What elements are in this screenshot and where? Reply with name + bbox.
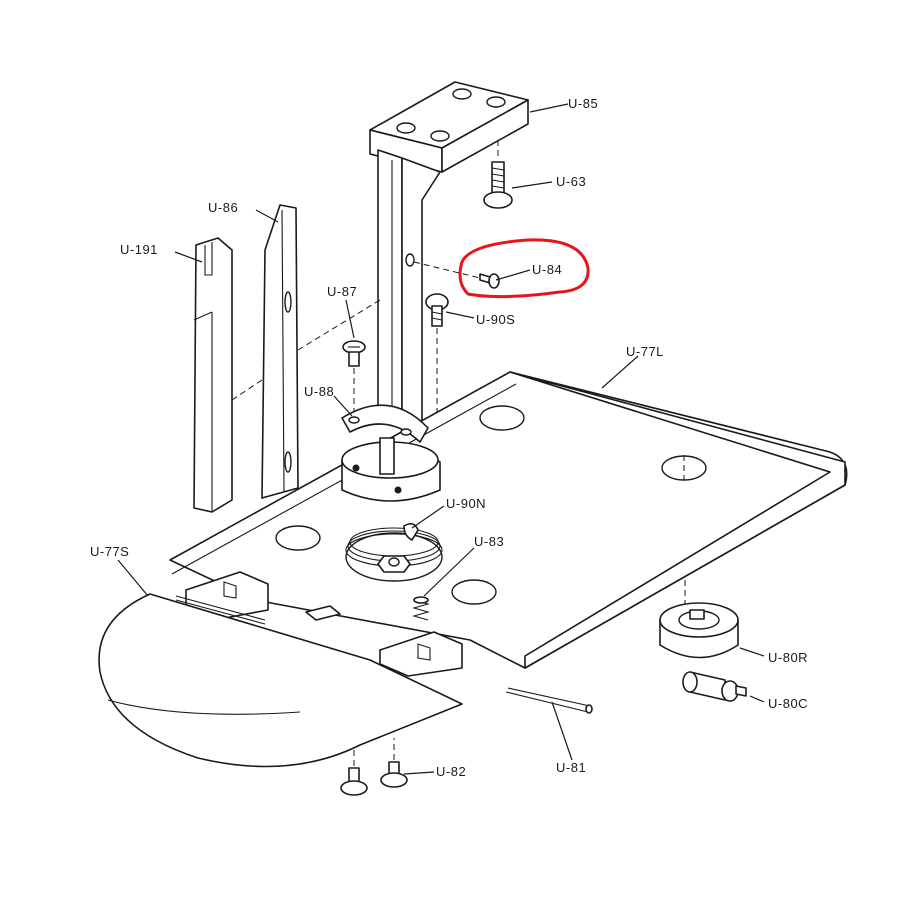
label-u77s: U-77S xyxy=(90,544,129,559)
label-u87: U-87 xyxy=(327,284,357,299)
label-u63: U-63 xyxy=(556,174,586,189)
label-u86: U-86 xyxy=(208,200,238,215)
part-u80c-bushing xyxy=(682,671,747,702)
label-u83: U-83 xyxy=(474,534,504,549)
part-u191-strip xyxy=(193,237,233,513)
part-u77l-main-plate xyxy=(169,371,848,669)
part-u86-plate xyxy=(231,204,381,499)
callout-labels: U-85 U-63 U-86 U-191 U-84 U-87 U-90S U-7… xyxy=(90,96,808,779)
part-u83-spring xyxy=(411,596,431,621)
label-u82: U-82 xyxy=(436,764,466,779)
part-u82-screws xyxy=(340,738,408,796)
part-slide-bar xyxy=(175,571,463,677)
label-u80c: U-80C xyxy=(768,696,808,711)
label-u85: U-85 xyxy=(568,96,598,111)
label-u84: U-84 xyxy=(532,262,562,277)
label-u77l: U-77L xyxy=(626,344,664,359)
part-u80r-ring xyxy=(659,602,739,659)
label-u81: U-81 xyxy=(556,760,586,775)
label-u90s: U-90S xyxy=(476,312,515,327)
part-u81-pin xyxy=(505,687,593,714)
label-u191: U-191 xyxy=(120,242,158,257)
part-u77s-disc xyxy=(98,593,463,768)
part-vertical-post xyxy=(377,149,441,431)
label-u80r: U-80R xyxy=(768,650,808,665)
label-u88: U-88 xyxy=(304,384,334,399)
label-u90n: U-90N xyxy=(446,496,486,511)
highlight-annotation xyxy=(458,238,590,299)
part-u63-screw xyxy=(483,140,513,209)
part-u90s-screw xyxy=(425,293,449,420)
part-u85-block xyxy=(369,81,529,173)
part-u88-ring xyxy=(341,404,441,502)
leader-lines xyxy=(117,103,765,775)
part-u84-screw xyxy=(413,261,500,289)
part-u90n-spring xyxy=(345,522,443,573)
